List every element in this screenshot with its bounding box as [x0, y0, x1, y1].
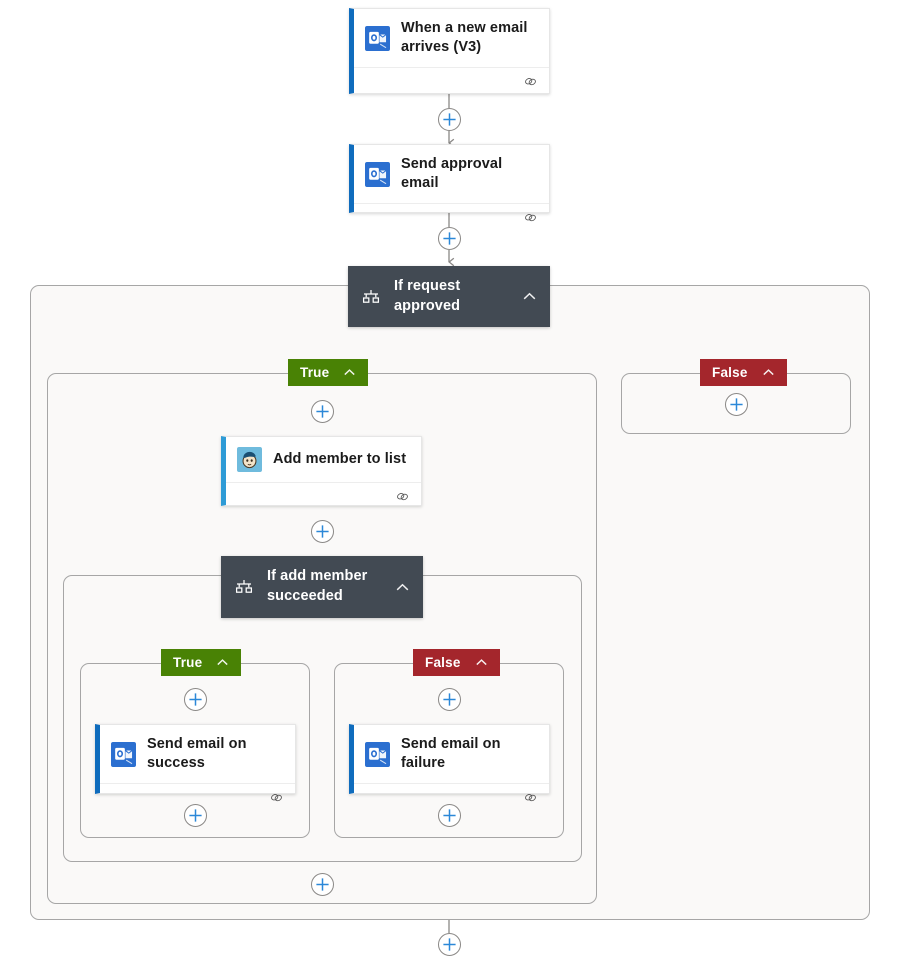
chevron-up-icon[interactable] — [394, 579, 411, 596]
plus-icon — [443, 809, 456, 822]
plus-icon — [730, 398, 743, 411]
outlook-icon — [111, 741, 136, 767]
branch-label: False — [712, 365, 748, 380]
branch-label: False — [425, 655, 461, 670]
plus-icon — [316, 525, 329, 538]
card-footer — [100, 783, 295, 810]
chevron-up-icon[interactable] — [521, 288, 538, 305]
card-footer — [354, 783, 549, 810]
condition-block-if-add-member-succeeded[interactable]: If add member succeeded — [221, 556, 423, 618]
plus-icon — [443, 693, 456, 706]
card-header: Send approval email — [354, 145, 549, 203]
card-title: When a new email arrives (V3) — [401, 20, 528, 56]
condition-icon — [362, 289, 380, 303]
add-step-button-after-condition-scope[interactable] — [438, 933, 461, 956]
action-card-send-email-on-success[interactable]: Send email on success — [95, 724, 296, 801]
chevron-up-icon[interactable] — [215, 655, 230, 670]
chevron-up-icon[interactable] — [761, 365, 776, 380]
branch-label: True — [173, 655, 203, 670]
outlook-icon — [365, 741, 390, 767]
card-header: Send email on failure — [354, 725, 549, 783]
branch-badge-inner-true[interactable]: True — [161, 649, 242, 676]
condition-block-if-request-approved[interactable]: If request approved — [348, 266, 550, 327]
plus-icon — [189, 693, 202, 706]
plus-icon — [189, 809, 202, 822]
plus-icon — [443, 113, 456, 126]
branch-label: True — [300, 365, 330, 380]
condition-icon — [235, 580, 253, 593]
add-step-button-outer-false-empty[interactable] — [725, 393, 748, 416]
add-step-button-after-send-approval[interactable] — [438, 227, 461, 250]
link-icon[interactable] — [269, 791, 284, 804]
branch-badge-outer-false[interactable]: False — [700, 359, 787, 386]
plus-icon — [443, 938, 456, 951]
add-step-button-inner-true-top[interactable] — [184, 688, 207, 711]
link-icon[interactable] — [395, 490, 410, 503]
action-card-send-email-on-failure[interactable]: Send email on failure — [349, 724, 550, 801]
add-step-button-inner-false-bottom[interactable] — [438, 804, 461, 827]
plus-icon — [316, 878, 329, 891]
outlook-icon — [365, 25, 390, 51]
chevron-up-icon[interactable] — [474, 655, 489, 670]
outlook-icon — [365, 161, 390, 187]
card-header: Send email on success — [100, 725, 295, 783]
card-title: Send email on success — [147, 736, 247, 772]
card-title: Add member to list — [273, 450, 407, 467]
action-card-add-member-to-list[interactable]: Add member to list — [221, 436, 422, 506]
card-footer — [226, 482, 421, 509]
link-icon[interactable] — [523, 211, 538, 224]
action-card-trigger[interactable]: When a new email arrives (V3) — [349, 8, 550, 94]
add-step-button-outer-true-bottom[interactable] — [311, 873, 334, 896]
plus-icon — [316, 405, 329, 418]
link-icon[interactable] — [523, 75, 538, 88]
chevron-up-icon[interactable] — [342, 365, 357, 380]
condition-title: If add member succeeded — [267, 568, 368, 604]
condition-title: If request approved — [394, 277, 461, 314]
card-footer — [354, 203, 549, 230]
link-icon[interactable] — [523, 791, 538, 804]
add-step-button-outer-true-top[interactable] — [311, 400, 334, 423]
card-title: Send approval email — [401, 156, 503, 192]
plus-icon — [443, 232, 456, 245]
card-footer — [354, 67, 549, 94]
card-title: Send email on failure — [401, 736, 501, 772]
add-step-button-after-trigger[interactable] — [438, 108, 461, 131]
card-header: When a new email arrives (V3) — [354, 9, 549, 67]
branch-badge-inner-false[interactable]: False — [413, 649, 500, 676]
card-header: Add member to list — [226, 437, 421, 482]
mailchimp-icon — [237, 447, 262, 472]
add-step-button-after-add-member[interactable] — [311, 520, 334, 543]
add-step-button-inner-false-top[interactable] — [438, 688, 461, 711]
action-card-send-approval-email[interactable]: Send approval email — [349, 144, 550, 221]
add-step-button-inner-true-bottom[interactable] — [184, 804, 207, 827]
branch-badge-outer-true[interactable]: True — [288, 359, 369, 386]
